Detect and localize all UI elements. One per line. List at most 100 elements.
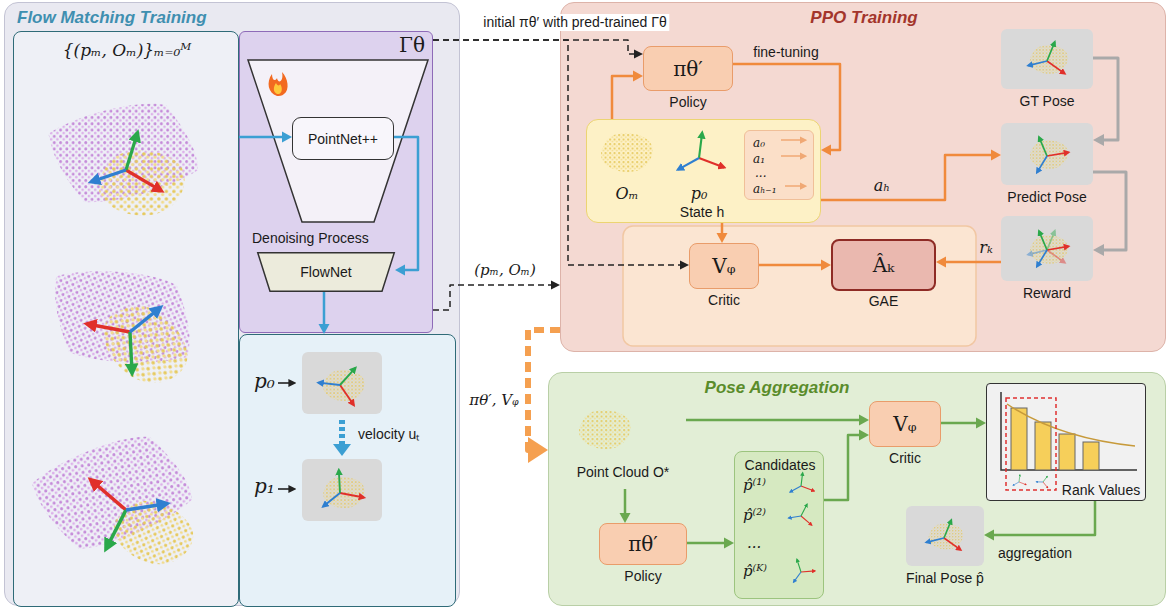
caption-text: Critic (889, 450, 921, 467)
connector (984, 501, 1095, 541)
text-slot: aₕ₋₁ (753, 179, 777, 197)
label-text: FlowNet (300, 264, 351, 281)
arrowhead (633, 71, 643, 82)
connector-line (323, 292, 326, 325)
text-slot: a₀ (753, 133, 765, 151)
label-text: PointNet++ (308, 131, 378, 148)
text-slot: GT Pose (1020, 92, 1075, 110)
critic-box: VᵩCritic (689, 243, 759, 289)
arrowhead (859, 415, 869, 426)
label-text: PPO Training (810, 8, 917, 28)
edge-label-slot: aggregation (998, 544, 1072, 562)
panel: Pose Aggregation Point Cloud O*πθ′Policy… (548, 372, 1166, 606)
text-slot: State h (680, 203, 724, 221)
connector-line (721, 223, 724, 234)
arrowhead (991, 150, 1001, 161)
label-text: p̂⁽¹⁾ (743, 476, 766, 494)
connector (686, 415, 869, 426)
text-slot: p̂⁽¹⁾ (743, 476, 766, 494)
label-text: Âₖ (873, 253, 895, 277)
edge-label-slot: (pₘ, Oₘ) (474, 261, 536, 279)
label-text: p̂⁽²⁾ (743, 506, 766, 524)
connector-line (624, 489, 627, 514)
edge-label-slot: aₕ (874, 176, 890, 195)
label-text: State h (680, 204, 724, 221)
connector (239, 132, 292, 143)
text-slot: Pose Aggregation (705, 378, 850, 398)
arrowhead (282, 132, 292, 143)
text-slot: PointNet++ (308, 130, 378, 148)
flow-box: p₀ velocity uₜ p₁ (239, 334, 456, 607)
connector-line (239, 136, 283, 139)
label-text: Vᵩ (893, 412, 916, 436)
connector (941, 418, 986, 429)
arrowhead (1093, 134, 1104, 146)
label-text: πθ′ (673, 57, 703, 81)
edge-label-slot: fine-tuning (753, 43, 818, 61)
connector-line (759, 264, 822, 267)
text-slot: Policy (669, 93, 706, 111)
point-cloud-illustration (14, 32, 240, 608)
panel: Flow Matching Training {(pₘ, Oₘ)}ₘ₌₀ᴹ Γθ… (4, 2, 460, 606)
text-slot: a₁ (753, 149, 765, 167)
label-text: Rank Values (1062, 482, 1140, 499)
text-slot: Point Cloud O* (577, 463, 670, 481)
arrowhead (859, 430, 869, 441)
connector (759, 260, 831, 271)
text-slot: p₀ (691, 184, 708, 203)
caption-text: Policy (624, 568, 661, 585)
gae-box: ÂₖGAE (831, 239, 936, 291)
text-slot: Flow Matching Training (17, 8, 207, 28)
connector (1093, 172, 1126, 256)
pose-image: Final Pose p̂ (906, 506, 984, 566)
connector (528, 330, 560, 463)
label-text: ... (755, 166, 766, 180)
label-text: {(pₘ, Oₘ)}ₘ₌₀ᴹ (63, 40, 192, 60)
text-slot: p̂⁽²⁾ (743, 506, 766, 524)
text-slot: ... (755, 163, 766, 181)
connector-line (433, 40, 681, 265)
connector (821, 150, 1001, 201)
text-slot: Critic (889, 449, 921, 467)
label-text: p̂⁽ᴷ⁾ (743, 562, 767, 580)
connector-line (433, 285, 552, 310)
module-box: PointNet++ (292, 117, 394, 160)
pose-illustration (1001, 216, 1093, 281)
trapezoid-module: FlowNet (257, 252, 395, 292)
connector-line (687, 542, 725, 545)
point-cloud-figure: Point Cloud O* (561, 399, 686, 489)
text-slot: Vᵩ (893, 412, 916, 436)
text-slot: velocity uₜ (358, 425, 419, 443)
connector (687, 538, 734, 549)
arrowhead (936, 257, 946, 268)
text-slot: Critic (708, 291, 740, 309)
connector (433, 40, 689, 270)
label-text: p₁ (254, 474, 275, 498)
pose-illustration (1001, 123, 1093, 185)
label-text: Pose Aggregation (705, 378, 850, 398)
candidates-box: Candidatesp̂⁽¹⁾p̂⁽²⁾...p̂⁽ᴷ⁾ (734, 451, 824, 599)
label-text: Flow Matching Training (17, 8, 207, 28)
pose-illustration (906, 506, 984, 566)
connector (612, 71, 643, 120)
text-slot: Denoising Process (252, 229, 369, 247)
panel: PPO Trainingπθ′Policy Oₘp₀State h a₀a₁..… (560, 2, 1166, 352)
edge-label: aggregation (998, 545, 1072, 562)
chart-box: Rank Values (986, 383, 1146, 501)
text-slot: Γθ (399, 33, 425, 57)
arrowhead (620, 513, 631, 523)
caption-text: Final Pose p̂ (906, 570, 984, 587)
connector-line (612, 76, 634, 119)
caption-text: Reward (1023, 285, 1071, 302)
policy-box: πθ′Policy (599, 523, 687, 565)
caption-text: GAE (869, 293, 899, 310)
pose-image: Reward (1001, 216, 1093, 281)
label-text: p₀ (254, 369, 275, 393)
arrowhead (724, 538, 734, 549)
arrowhead (528, 437, 548, 463)
text-slot: πθ′ (628, 532, 658, 556)
connector-line (1093, 58, 1118, 140)
connector-line (394, 137, 418, 270)
